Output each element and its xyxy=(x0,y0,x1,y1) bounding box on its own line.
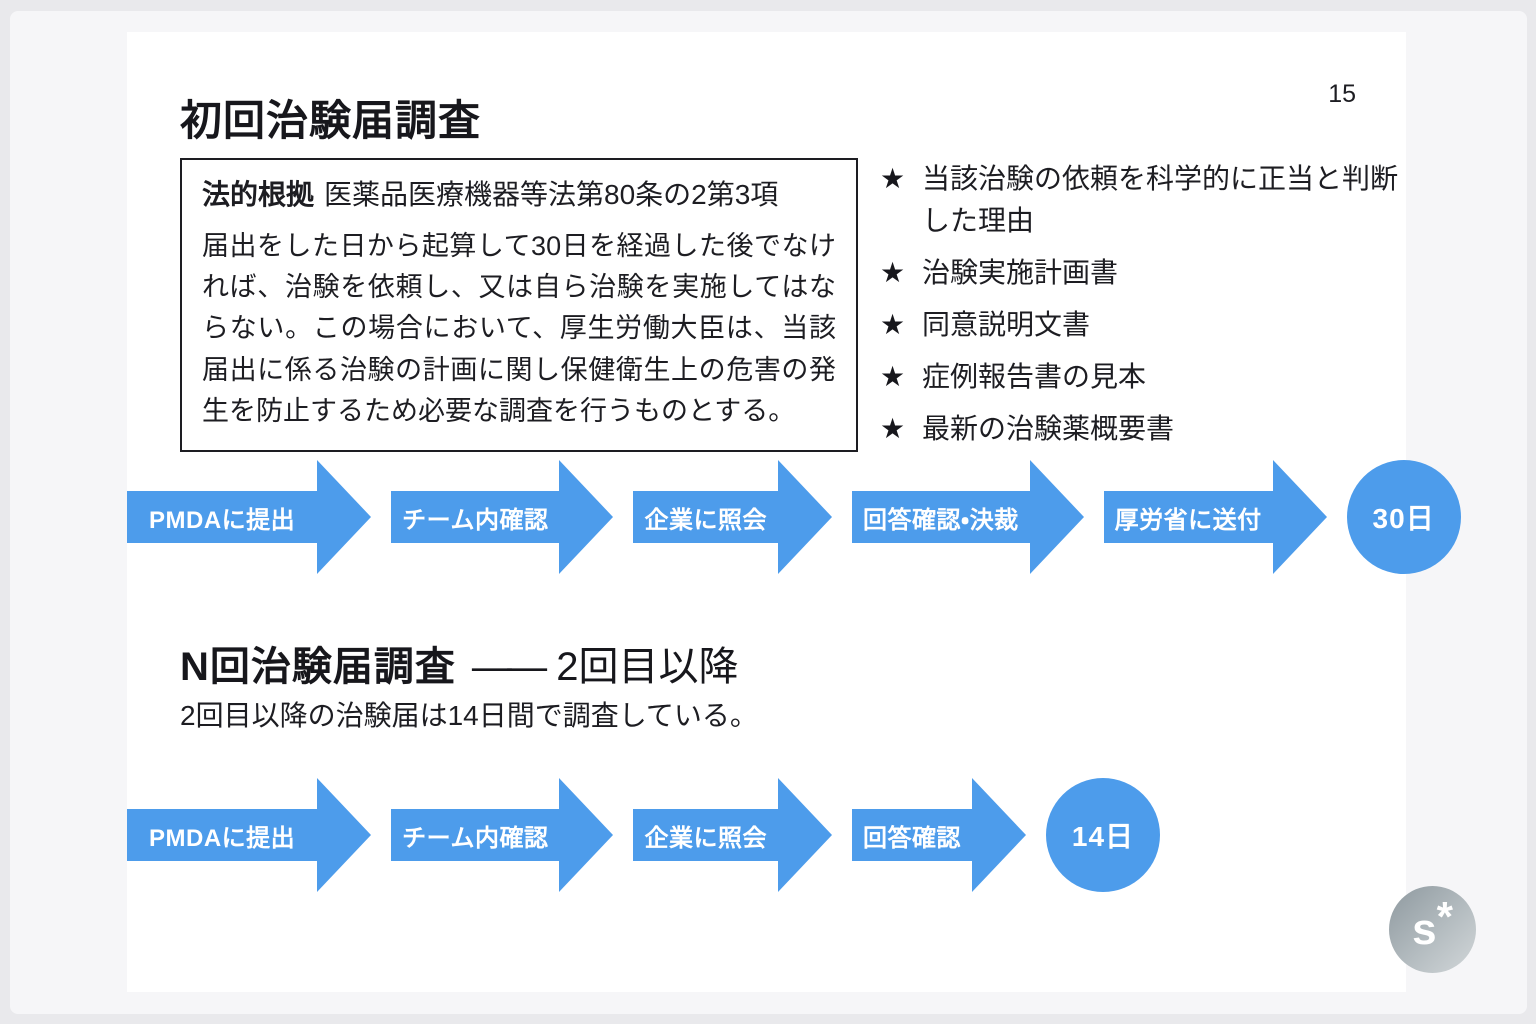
flow-n-survey: PMDAに提出 チーム内確認 企業に照会 回答確認 14日 xyxy=(127,778,1160,892)
arrow-head-icon xyxy=(317,778,372,892)
legal-basis-body: 届出をした日から起算して30日を経過した後でなければ、治験を依頼し、又は自ら治験… xyxy=(202,230,836,426)
slide: 初回治験届調査 15 法的根拠医薬品医療機器等法第80条の2第3項 届出をした日… xyxy=(127,32,1476,992)
flow-step-body: PMDAに提出 xyxy=(127,491,318,543)
flow-step-arrow: 回答確認・決裁 xyxy=(851,460,1084,574)
list-item: ★ 当該治験の依頼を科学的に正当と判断した理由 xyxy=(880,158,1400,242)
arrow-head-icon xyxy=(1272,460,1327,574)
list-item-label: 症例報告書の見本 xyxy=(922,361,1147,392)
arrow-head-icon xyxy=(777,778,832,892)
flow-step-label: 厚労省に送付 xyxy=(1114,506,1262,534)
list-item: ★ 同意説明文書 xyxy=(880,304,1400,346)
legal-basis-label: 法的根拠 xyxy=(202,179,315,210)
arrow-head-icon xyxy=(559,778,614,892)
legal-basis-law: 医薬品医療機器等法第80条の2第3項 xyxy=(324,179,779,210)
list-item-label: 最新の治験薬概要書 xyxy=(922,413,1175,444)
flow-initial-survey: PMDAに提出 チーム内確認 企業に照会 回答確認・決裁 厚労省に送付 30日 xyxy=(127,460,1461,574)
flow-step-arrow: 厚労省に送付 xyxy=(1103,460,1327,574)
section-title-bold: N回治験届調査 xyxy=(180,645,456,690)
flow-step-body: 回答確認・決裁 xyxy=(851,491,1030,543)
flow-step-body: PMDAに提出 xyxy=(127,809,318,861)
flow-step-label: 企業に照会 xyxy=(644,824,767,852)
section-title-n-survey: N回治験届調査 ——2回目以降 xyxy=(180,643,739,691)
list-item-label: 治験実施計画書 xyxy=(922,257,1119,288)
arrow-head-icon xyxy=(317,460,372,574)
list-item: ★ 症例報告書の見本 xyxy=(880,356,1400,398)
flow-step-label: チーム内確認 xyxy=(402,506,549,534)
flow-step-body: チーム内確認 xyxy=(391,491,560,543)
flow-step-label: チーム内確認 xyxy=(402,824,549,852)
flow-step-body: 企業に照会 xyxy=(633,809,778,861)
flow-step-body: 回答確認 xyxy=(851,809,972,861)
flow-step-label: PMDAに提出 xyxy=(149,824,296,852)
required-documents-list: ★当該治験の依頼を科学的に正当と判断した理由 ★治験実施計画書 ★同意説明文書 … xyxy=(880,158,1400,460)
flow-step-arrow: 回答確認 xyxy=(851,778,1026,892)
list-item: ★ 最新の治験薬概要書 xyxy=(880,408,1400,450)
flow-step-body: 厚労省に送付 xyxy=(1103,491,1273,543)
flow-step-body: 企業に照会 xyxy=(633,491,778,543)
list-item: ★ 治験実施計画書 xyxy=(880,252,1400,294)
star-bullet-icon: ★ xyxy=(880,413,906,444)
flow-step-arrow: PMDAに提出 xyxy=(127,460,372,574)
duration-circle: 30日 xyxy=(1346,460,1461,574)
flow-step-arrow: 企業に照会 xyxy=(633,778,832,892)
legal-basis-heading: 法的根拠医薬品医療機器等法第80条の2第3項 xyxy=(202,176,836,214)
star-bullet-icon: ★ xyxy=(880,309,906,340)
flow-step-arrow: PMDAに提出 xyxy=(127,778,372,892)
flow-step-arrow: チーム内確認 xyxy=(391,778,614,892)
flow-step-arrow: 企業に照会 xyxy=(633,460,832,574)
list-item-label: 同意説明文書 xyxy=(922,309,1091,340)
logo-letter: s xyxy=(1412,904,1437,954)
flow-step-label: 企業に照会 xyxy=(644,506,767,534)
section-title-dash: —— xyxy=(471,645,547,690)
section-description: 2回目以降の治験届は14日間で調査している。 xyxy=(180,700,758,731)
logo-badge: s* xyxy=(1389,886,1476,973)
flow-step-label: PMDAに提出 xyxy=(149,506,296,534)
logo-asterisk-icon: * xyxy=(1436,892,1453,940)
flow-step-label: 回答確認 xyxy=(862,824,961,852)
section-title-rest: 2回目以降 xyxy=(556,645,739,690)
arrow-head-icon xyxy=(559,460,614,574)
page-title: 初回治験届調査 xyxy=(180,97,482,145)
list-item-label: 当該治験の依頼を科学的に正当と判断した理由 xyxy=(922,163,1399,236)
flow-step-body: チーム内確認 xyxy=(391,809,560,861)
duration-circle: 14日 xyxy=(1045,778,1160,892)
flow-steps: PMDAに提出 チーム内確認 企業に照会 回答確認・決裁 厚労省に送付 xyxy=(127,460,1347,574)
arrow-head-icon xyxy=(1029,460,1084,574)
star-bullet-icon: ★ xyxy=(880,163,906,194)
flow-steps: PMDAに提出 チーム内確認 企業に照会 回答確認 xyxy=(127,778,1046,892)
arrow-head-icon xyxy=(971,778,1026,892)
flow-step-arrow: チーム内確認 xyxy=(391,460,614,574)
page-number: 15 xyxy=(1328,80,1356,108)
star-bullet-icon: ★ xyxy=(880,361,906,392)
star-bullet-icon: ★ xyxy=(880,257,906,288)
arrow-head-icon xyxy=(777,460,832,574)
flow-step-label: 回答確認・決裁 xyxy=(862,506,1019,534)
legal-basis-box: 法的根拠医薬品医療機器等法第80条の2第3項 届出をした日から起算して30日を経… xyxy=(180,158,858,453)
